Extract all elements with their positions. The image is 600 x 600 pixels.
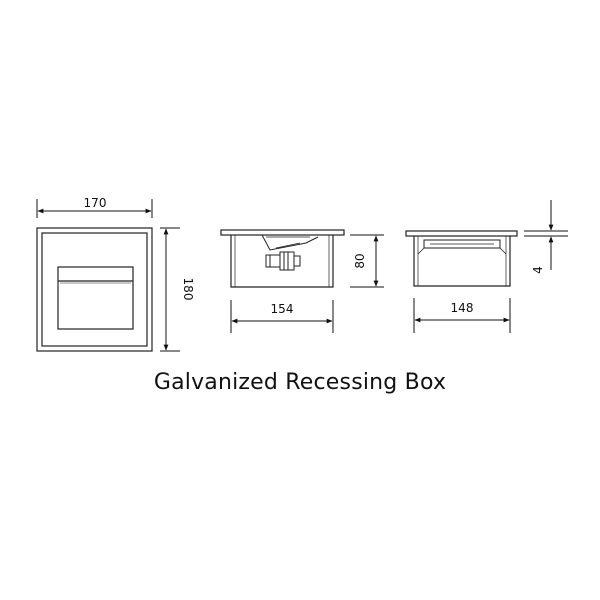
side-bracket [261, 234, 319, 251]
front-width-label: 170 [84, 196, 107, 210]
front-height-dimension [160, 227, 180, 352]
front-view [36, 227, 153, 352]
front-width-dimension [36, 199, 153, 218]
back-width-dimension [413, 298, 511, 333]
side-width-dimension [230, 300, 334, 333]
front-outer-plate [36, 227, 153, 352]
back-box-body [413, 236, 511, 287]
back-view [405, 230, 518, 287]
side-flange [220, 229, 345, 236]
flange-dimension [524, 200, 568, 270]
front-inner-plate [41, 232, 148, 347]
side-box-body [230, 235, 334, 288]
side-view [220, 229, 345, 288]
flange-label: 4 [531, 266, 545, 274]
side-height-label: 80 [353, 253, 367, 268]
back-flange [405, 230, 518, 237]
cable-gland [265, 251, 301, 271]
front-height-label: 180 [181, 278, 195, 301]
drawing-caption: Galvanized Recessing Box [153, 370, 447, 395]
side-width-label: 154 [271, 302, 294, 316]
back-mount-bar [423, 239, 501, 249]
side-height-dimension [350, 234, 384, 288]
front-louver [57, 266, 134, 330]
back-width-label: 148 [451, 301, 474, 315]
